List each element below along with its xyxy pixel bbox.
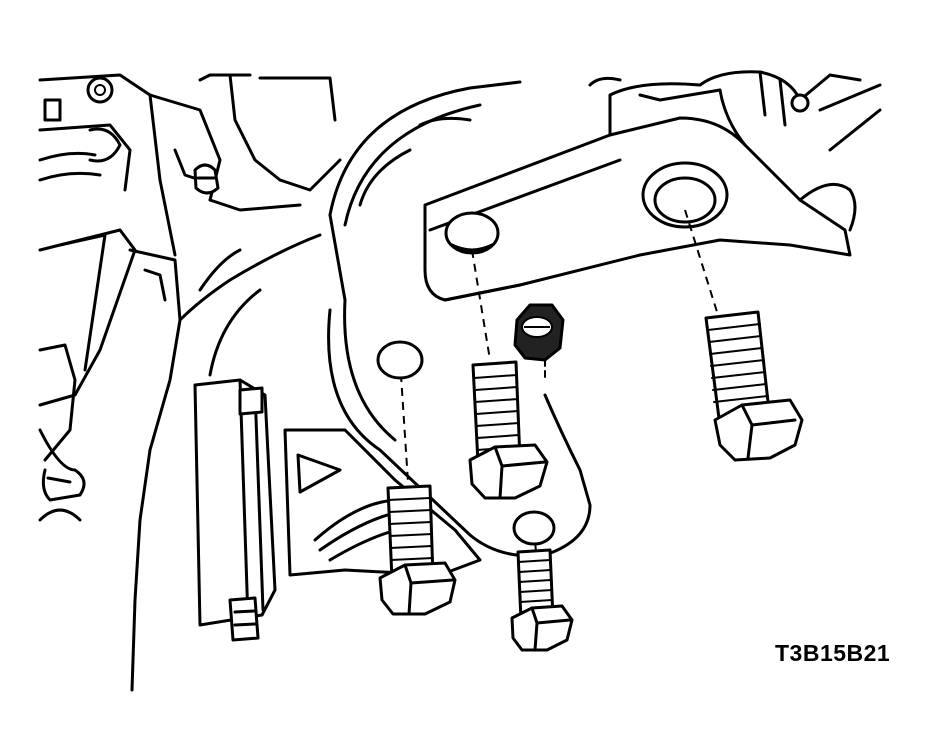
- mount-hole: [512, 510, 556, 546]
- engine-block: [38, 73, 342, 257]
- control-arm: [423, 70, 882, 302]
- left-frame: [38, 228, 322, 692]
- bushing-mount: [193, 378, 277, 642]
- hex-bolt-icon: [378, 484, 457, 616]
- hex-bolt-icon: [704, 310, 804, 462]
- mount-hole: [376, 340, 424, 380]
- hex-bolt-icon: [468, 360, 549, 500]
- figure-code: T3B15B21: [775, 640, 891, 666]
- hex-bolt-icon: [510, 548, 574, 652]
- hex-nut-icon: [513, 303, 565, 379]
